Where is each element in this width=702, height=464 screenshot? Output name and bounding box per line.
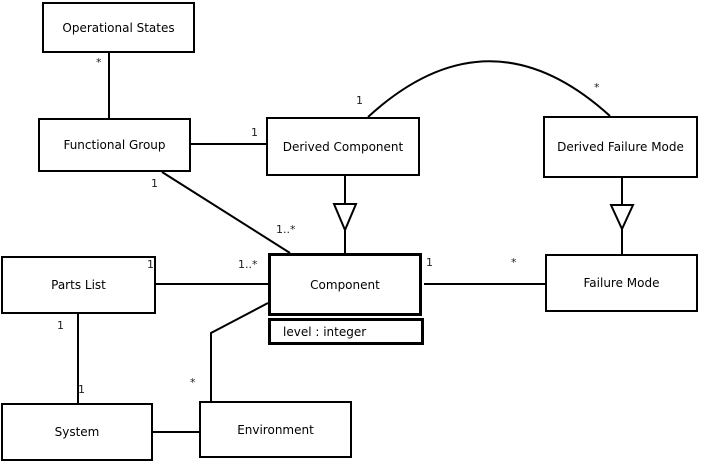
- multiplicity-parts-list-end: 1: [147, 258, 154, 271]
- class-name-environment: Environment: [237, 422, 314, 437]
- class-component-attributes[interactable]: level : integer: [268, 318, 424, 345]
- class-system[interactable]: System: [1, 403, 153, 461]
- class-name-functional-group: Functional Group: [63, 138, 166, 152]
- generalization-arrow-derived-failure-mode: [609, 204, 635, 232]
- multiplicity-failure-mode-end: *: [511, 256, 517, 269]
- class-functional-group[interactable]: Functional Group: [38, 118, 191, 172]
- multiplicity-system-end: 1: [78, 383, 85, 396]
- multiplicity-functional-group-end: 1: [151, 177, 158, 190]
- class-failure-mode[interactable]: Failure Mode: [545, 254, 698, 312]
- edge-functional-group-component: [161, 171, 291, 254]
- multiplicity-derived-component-end-fg: 1: [251, 126, 258, 139]
- multiplicity-component-end-pl: 1..*: [238, 258, 258, 271]
- multiplicity-environment-end: *: [190, 376, 196, 389]
- multiplicity-derived-component-end-arc: 1: [356, 94, 363, 107]
- class-name-component: Component: [310, 277, 380, 292]
- attribute-level: level : integer: [283, 324, 367, 339]
- class-name-operational-states: Operational States: [62, 20, 175, 35]
- multiplicity-component-end-fg: 1..*: [276, 223, 296, 236]
- class-derived-failure-mode[interactable]: Derived Failure Mode: [543, 116, 698, 178]
- multiplicity-derived-failure-mode-end-arc: *: [594, 81, 600, 94]
- class-component[interactable]: Component: [268, 253, 422, 316]
- multiplicity-operational-states-end: *: [96, 56, 102, 69]
- class-name-derived-component: Derived Component: [282, 139, 404, 154]
- class-operational-states[interactable]: Operational States: [42, 2, 195, 53]
- multiplicity-component-end-fm: 1: [426, 256, 433, 269]
- generalization-arrow-derived-component: [332, 203, 358, 233]
- edge-component-environment: [210, 302, 269, 401]
- edge-derived-component-derived-failure-mode: [367, 60, 611, 118]
- class-derived-component[interactable]: Derived Component: [266, 117, 420, 176]
- class-name-parts-list: Parts List: [51, 278, 106, 292]
- class-name-failure-mode: Failure Mode: [583, 276, 660, 290]
- class-name-system: System: [54, 425, 100, 439]
- multiplicity-parts-list-end-sys: 1: [57, 319, 64, 332]
- class-environment[interactable]: Environment: [199, 401, 352, 458]
- class-name-derived-failure-mode: Derived Failure Mode: [557, 140, 684, 154]
- class-parts-list[interactable]: Parts List: [1, 256, 156, 314]
